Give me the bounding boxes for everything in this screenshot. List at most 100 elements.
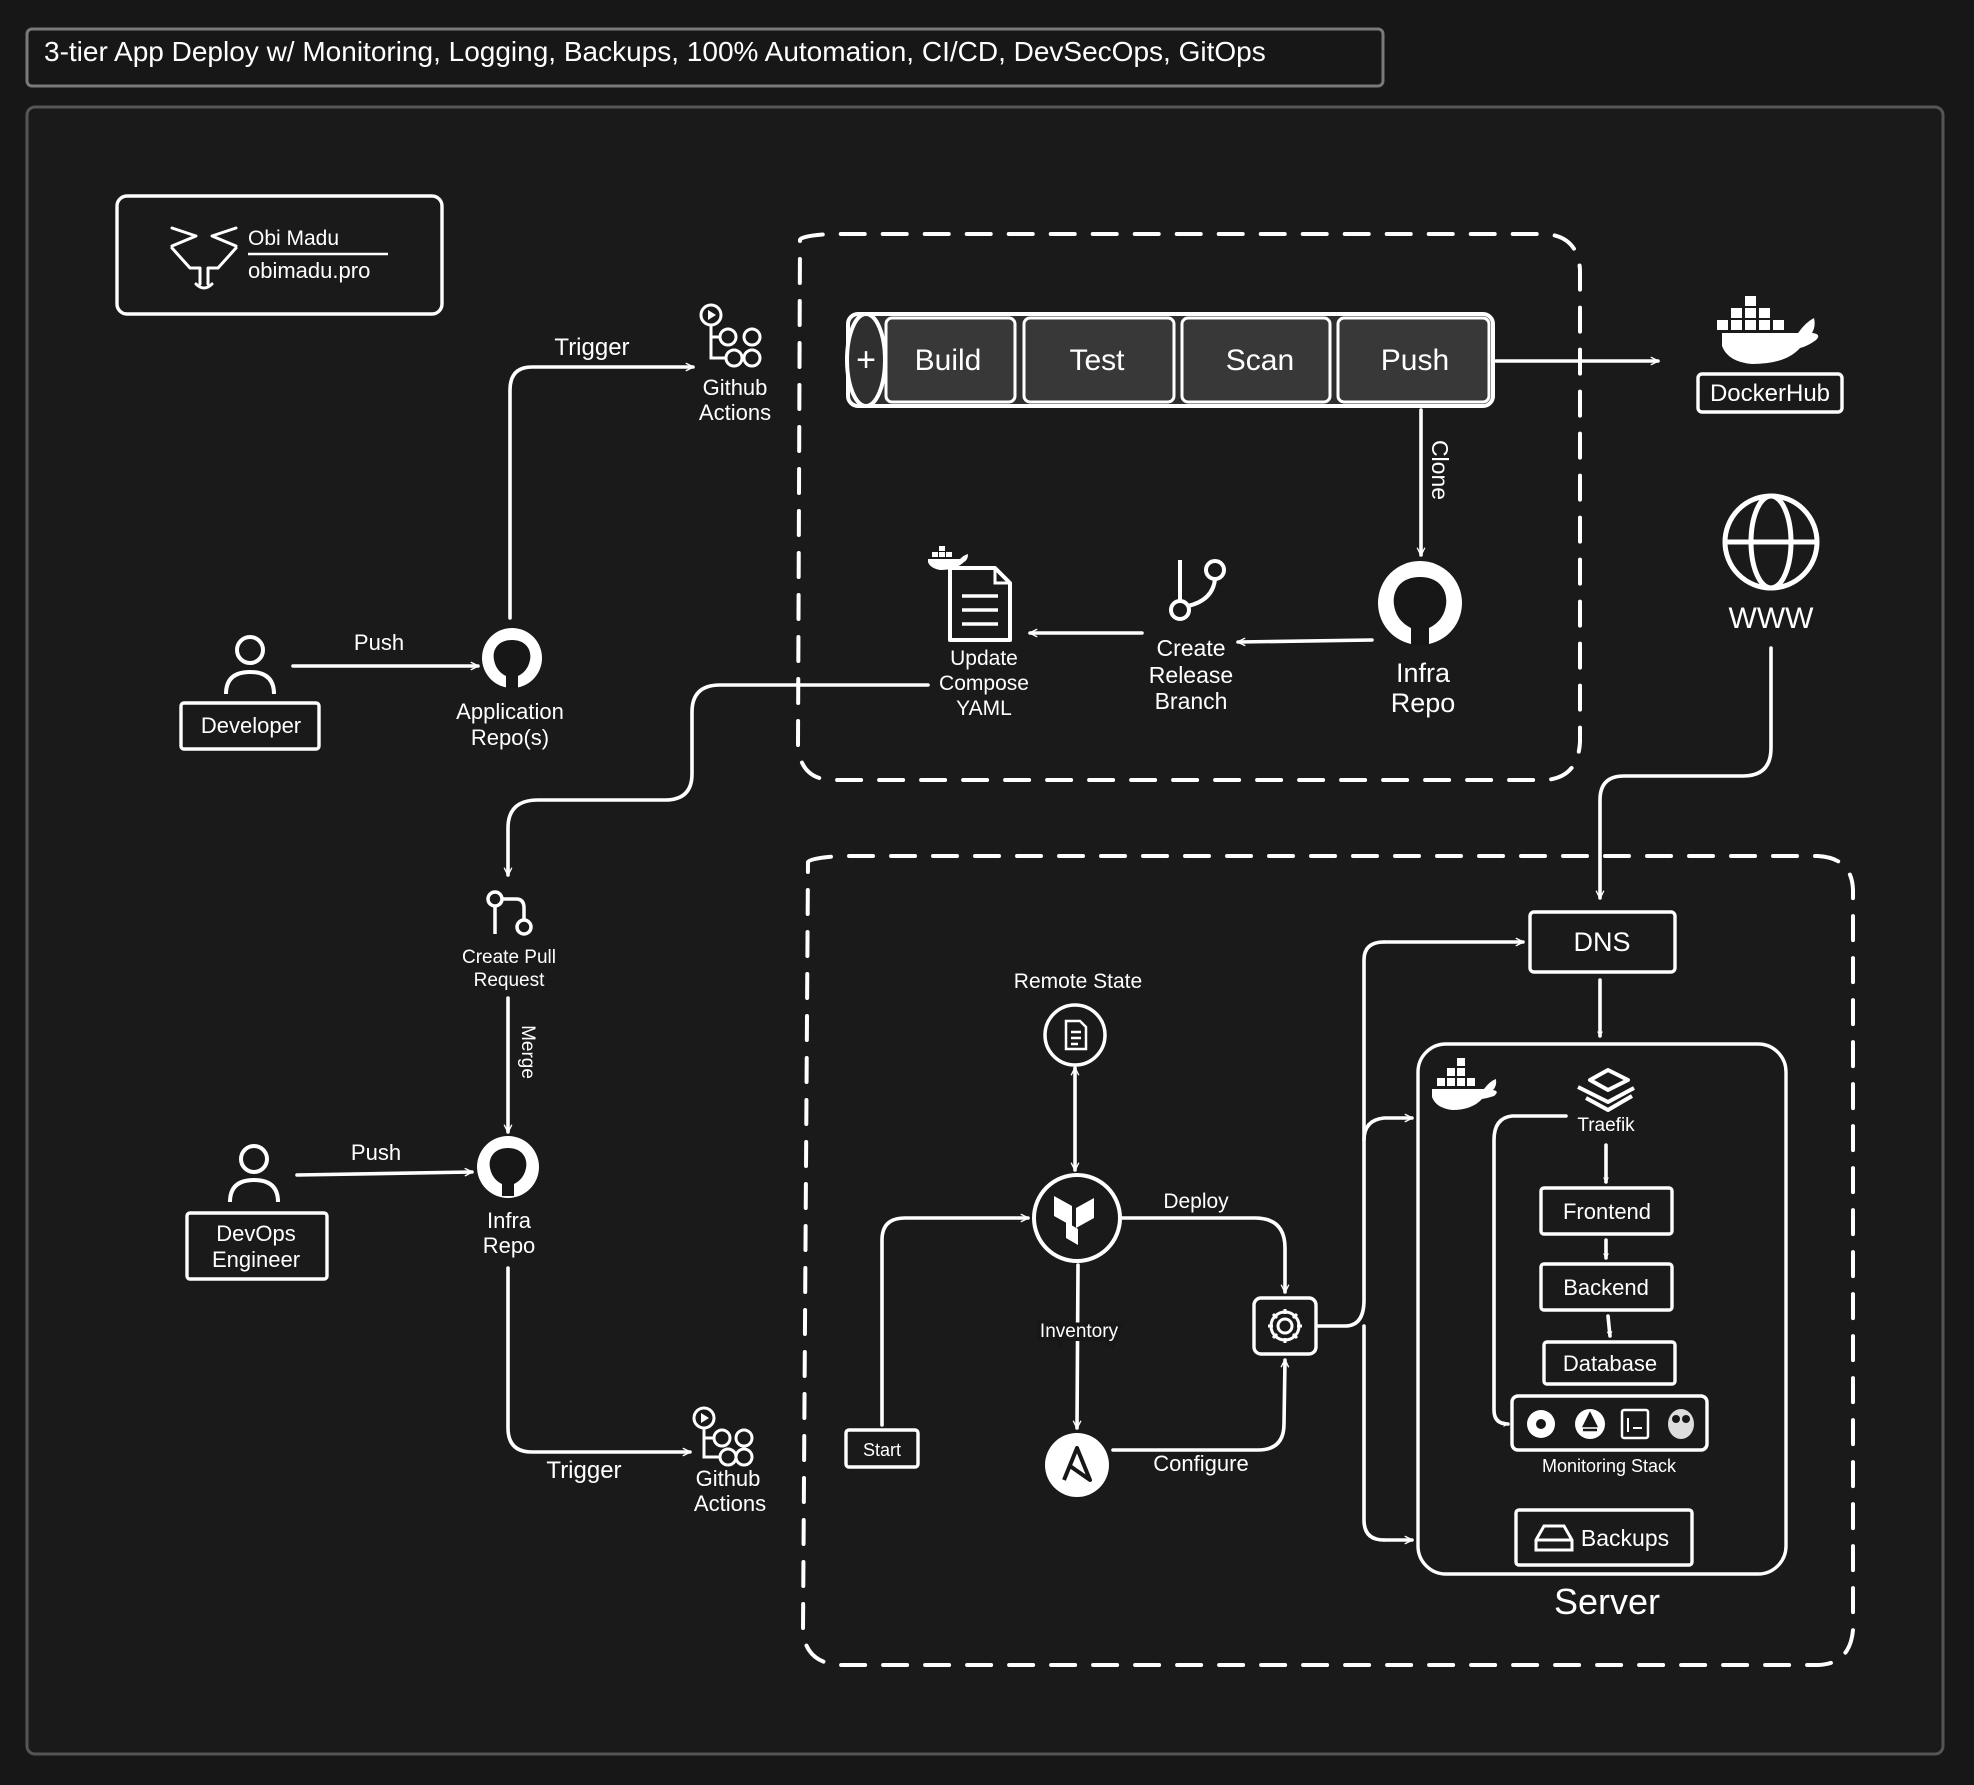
github-icon bbox=[1378, 561, 1462, 645]
devops-engineer-node[interactable]: DevOps Engineer bbox=[185, 1144, 329, 1281]
gha-bottom-label-2: Actions bbox=[694, 1491, 766, 1516]
github-icon bbox=[477, 1136, 539, 1198]
pipeline-stage-test[interactable]: Test bbox=[1022, 316, 1176, 404]
backups-box[interactable]: Backups bbox=[1514, 1508, 1694, 1567]
ansible-icon bbox=[1062, 1446, 1092, 1482]
pipeline-add-icon[interactable]: + bbox=[856, 341, 876, 379]
www-node[interactable]: WWW bbox=[1722, 493, 1820, 635]
person-icon bbox=[224, 635, 276, 695]
prometheus-icon bbox=[1575, 1409, 1605, 1439]
globe-icon bbox=[1722, 493, 1820, 591]
terraform-icon bbox=[1054, 1196, 1094, 1245]
canvas-frame bbox=[25, 105, 1945, 1756]
ansible-node[interactable] bbox=[1045, 1433, 1109, 1497]
remote-state-node[interactable]: Remote State bbox=[1014, 970, 1142, 1067]
edge-label-clone: Clone bbox=[1427, 440, 1453, 500]
edge-label-push-dev: Push bbox=[354, 630, 404, 655]
pull-request-icon bbox=[486, 890, 533, 936]
create-release-label-2: Release bbox=[1149, 662, 1233, 688]
dns-label: DNS bbox=[1573, 927, 1630, 957]
brand-site: obimadu.pro bbox=[248, 258, 370, 283]
app-repo-label-2: Repo(s) bbox=[471, 725, 549, 750]
edge-label-push-devops: Push bbox=[351, 1140, 401, 1165]
traefik-icon bbox=[1577, 1068, 1635, 1112]
infra-repo-bottom-label-2: Repo bbox=[483, 1233, 536, 1258]
create-release-label-3: Branch bbox=[1155, 688, 1228, 714]
start-node[interactable]: Start bbox=[844, 1428, 920, 1469]
connectors bbox=[291, 356, 1773, 1545]
pipeline: + Build Test Scan Push bbox=[845, 312, 1495, 408]
update-compose-label-3: YAML bbox=[956, 697, 1012, 720]
git-branch-icon bbox=[1169, 559, 1226, 621]
edge-label-inventory: Inventory bbox=[1040, 1321, 1119, 1342]
terraform-node[interactable] bbox=[1032, 1173, 1122, 1263]
developer-label: Developer bbox=[201, 713, 301, 738]
brand-name: Obi Madu bbox=[248, 227, 339, 250]
github-actions-top[interactable]: Github Actions bbox=[699, 303, 771, 425]
update-compose-node[interactable]: Update Compose YAML bbox=[928, 546, 1029, 720]
pipeline-stage-push[interactable]: Push bbox=[1336, 316, 1491, 404]
person-icon bbox=[228, 1144, 280, 1203]
svg-text:Test: Test bbox=[1069, 344, 1125, 377]
gear-icon bbox=[1268, 1309, 1302, 1343]
frontend-box[interactable]: Frontend bbox=[1539, 1186, 1674, 1236]
remote-state-label: Remote State bbox=[1014, 970, 1142, 993]
edge-label-trigger-top: Trigger bbox=[554, 334, 629, 361]
gha-top-label-1: Github bbox=[703, 375, 768, 400]
svg-text:Scan: Scan bbox=[1226, 344, 1294, 377]
github-icon bbox=[482, 628, 542, 688]
github-actions-bottom[interactable]: Github Actions bbox=[692, 1406, 766, 1516]
github-actions-icon bbox=[692, 1406, 754, 1467]
monitoring-label: Monitoring Stack bbox=[1542, 1456, 1677, 1476]
svg-text:Backups: Backups bbox=[1581, 1525, 1669, 1551]
docker-whale-icon bbox=[1432, 1058, 1497, 1110]
developer-node[interactable]: Developer bbox=[179, 635, 321, 751]
pipeline-stage-build[interactable]: Build bbox=[884, 316, 1017, 404]
start-label: Start bbox=[863, 1440, 901, 1460]
config-node[interactable] bbox=[1252, 1296, 1318, 1356]
monitoring-stack-box[interactable] bbox=[1510, 1394, 1709, 1452]
dockerhub-label: DockerHub bbox=[1710, 380, 1830, 407]
infra-repo-top-node[interactable]: Infra Repo bbox=[1378, 561, 1462, 718]
compose-file-icon bbox=[928, 546, 1012, 642]
svg-text:Push: Push bbox=[1381, 344, 1449, 377]
www-label: WWW bbox=[1729, 602, 1815, 635]
title-box bbox=[25, 27, 1385, 88]
document-icon bbox=[1064, 1019, 1088, 1051]
create-release-branch-node[interactable]: Create Release Branch bbox=[1149, 559, 1233, 714]
grafana-icon bbox=[1527, 1410, 1555, 1438]
dockerhub-node[interactable]: DockerHub bbox=[1696, 296, 1844, 414]
create-pull-request-node[interactable]: Create Pull Request bbox=[462, 890, 556, 991]
update-compose-label-1: Update bbox=[950, 647, 1018, 670]
loki-icon bbox=[1620, 1408, 1650, 1440]
create-pr-label-1: Create Pull bbox=[462, 947, 556, 968]
traefik-label: Traefik bbox=[1577, 1115, 1635, 1136]
application-repo-node[interactable]: Application Repo(s) bbox=[456, 628, 564, 750]
database-box[interactable]: Database bbox=[1542, 1340, 1677, 1386]
deploy-region bbox=[800, 854, 1855, 1667]
brand-card[interactable]: Obi Madu obimadu.pro bbox=[115, 194, 444, 316]
svg-text:Build: Build bbox=[915, 344, 982, 377]
infra-repo-bottom-label-1: Infra bbox=[487, 1208, 532, 1233]
svg-text:Backend: Backend bbox=[1563, 1275, 1649, 1300]
create-release-label-1: Create bbox=[1156, 635, 1225, 661]
infra-repo-top-label-2: Repo bbox=[1391, 688, 1456, 718]
infra-repo-bottom-node[interactable]: Infra Repo bbox=[477, 1136, 539, 1258]
github-actions-icon bbox=[699, 303, 762, 368]
ci-region bbox=[795, 232, 1582, 782]
docker-whale-icon bbox=[1717, 296, 1819, 364]
svg-text:Frontend: Frontend bbox=[1563, 1199, 1651, 1224]
hard-drive-icon bbox=[1534, 1524, 1574, 1552]
dns-node[interactable]: DNS bbox=[1528, 910, 1677, 974]
pipeline-stage-scan[interactable]: Scan bbox=[1180, 316, 1332, 404]
edge-label-trigger-bottom: Trigger bbox=[546, 1457, 621, 1484]
devops-label-2: Engineer bbox=[212, 1247, 300, 1272]
create-pr-label-2: Request bbox=[474, 970, 545, 991]
owl-icon bbox=[1668, 1409, 1694, 1439]
edge-label-deploy: Deploy bbox=[1163, 1190, 1229, 1213]
backend-box[interactable]: Backend bbox=[1539, 1262, 1674, 1312]
devops-label-1: DevOps bbox=[216, 1221, 295, 1246]
infra-repo-top-label-1: Infra bbox=[1396, 658, 1451, 688]
update-compose-label-2: Compose bbox=[939, 672, 1029, 695]
